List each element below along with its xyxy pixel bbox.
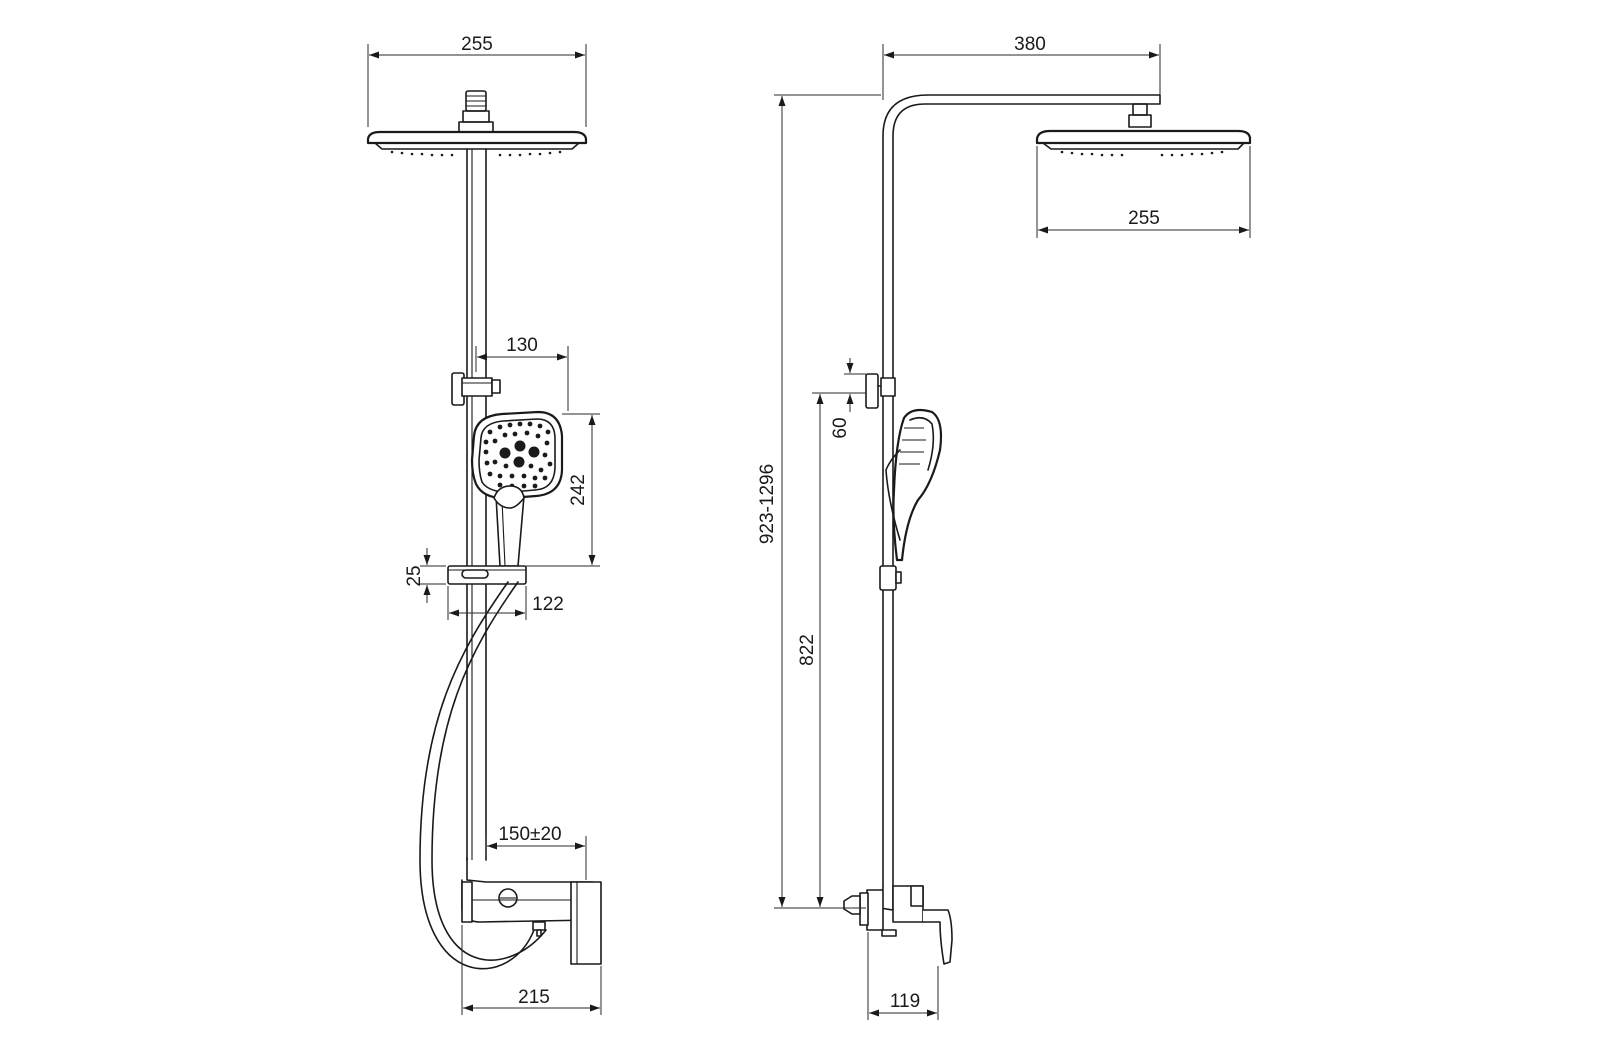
front-handshower-offset-label: 130 xyxy=(506,335,538,356)
side-mixer-to-bracket-label: 822 xyxy=(797,634,818,666)
front-holder-width-label: 122 xyxy=(532,594,564,615)
front-slide-holder xyxy=(447,565,527,585)
side-rain-shower-head xyxy=(1035,103,1252,157)
front-hand-shower xyxy=(470,410,564,567)
side-mixer-body xyxy=(843,885,953,965)
side-dimensions: 380 255 923-1296 822 60 119 xyxy=(757,34,1251,1020)
front-dimensions: 255 130 242 25 122 150±20 xyxy=(367,34,602,1015)
front-rain-head-nozzles xyxy=(390,150,562,157)
side-rain-head-nozzles xyxy=(1060,150,1224,157)
side-head-width-label: 255 xyxy=(1128,208,1160,229)
side-riser-and-arm xyxy=(882,94,1161,889)
front-head-width-label: 255 xyxy=(461,34,493,55)
side-wall-bracket xyxy=(865,373,896,409)
side-mixer-depth-label: 119 xyxy=(890,991,920,1012)
side-hand-shower xyxy=(885,408,943,562)
side-view: 380 255 923-1296 822 60 119 xyxy=(757,34,1252,1020)
front-hand-shower-nozzles xyxy=(483,421,553,489)
side-total-height-label: 923-1296 xyxy=(757,464,778,544)
front-inlet-spacing-label: 150±20 xyxy=(498,824,561,845)
front-wall-bracket xyxy=(451,372,501,406)
front-holder-height-label: 25 xyxy=(404,565,425,586)
front-mixer-body xyxy=(461,857,602,965)
side-bracket-height-label: 60 xyxy=(830,417,851,438)
front-handshower-height-label: 242 xyxy=(568,474,589,506)
front-riser-pipe xyxy=(466,148,487,861)
front-shower-hose xyxy=(419,581,547,970)
front-rain-shower-head xyxy=(366,90,588,157)
front-mixer-width-label: 215 xyxy=(518,987,550,1008)
side-arm-reach-label: 380 xyxy=(1014,34,1046,55)
front-view: 255 130 242 25 122 150±20 xyxy=(366,34,602,1015)
side-slide-holder xyxy=(879,565,902,591)
